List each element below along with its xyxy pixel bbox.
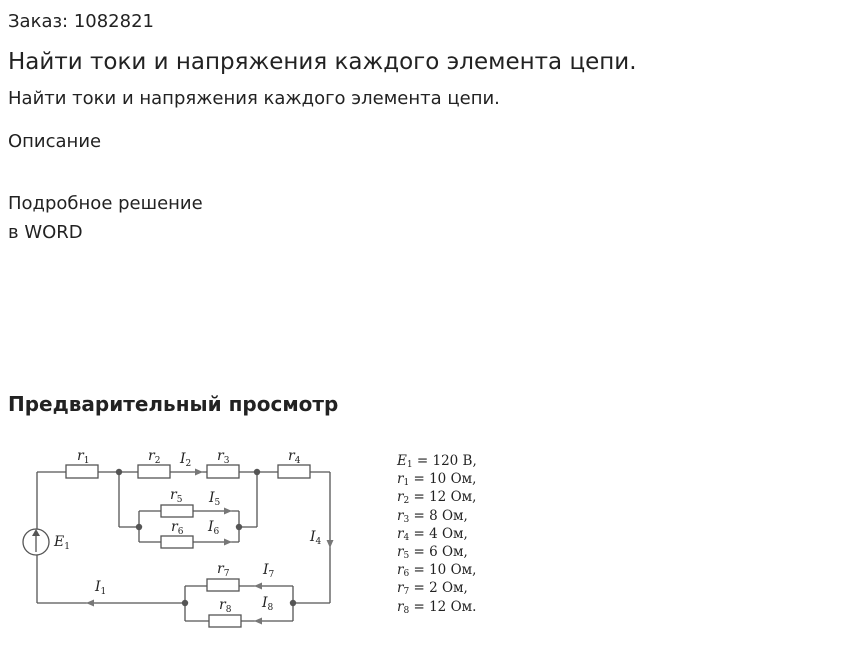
label-E1: E1 xyxy=(53,534,70,552)
order-number: Заказ: 1082821 xyxy=(8,11,154,32)
label-r3: r3 xyxy=(217,448,230,466)
task-statement: Найти токи и напряжения каждого элемента… xyxy=(8,88,500,109)
label-r6: r6 xyxy=(171,519,184,537)
label-I8: I8 xyxy=(261,595,274,613)
parameter-row: r8 = 12 Ом. xyxy=(397,598,477,616)
parameter-row: r6 = 10 Ом, xyxy=(397,562,477,580)
description-line: Подробное решение xyxy=(8,193,203,214)
resistor-r7 xyxy=(206,578,240,592)
junction-node xyxy=(115,468,123,476)
parameter-row: r7 = 2 Ом, xyxy=(397,580,468,598)
arrow-I6 xyxy=(224,538,232,546)
source-arrow xyxy=(32,529,40,536)
arrow-I2 xyxy=(195,468,203,476)
arrow-I4 xyxy=(326,540,334,548)
junction-node xyxy=(289,599,297,607)
label-r1: r1 xyxy=(77,448,89,466)
parameter-row: r4 = 4 Ом, xyxy=(397,525,468,543)
parameter-row: r1 = 10 Ом, xyxy=(397,471,477,489)
label-I6: I6 xyxy=(207,519,220,537)
preview-heading: Предварительный просмотр xyxy=(8,392,339,416)
label-I1: I1 xyxy=(94,579,106,597)
label-I7: I7 xyxy=(262,562,275,580)
resistor-r2 xyxy=(137,464,171,479)
arrow-I8 xyxy=(254,617,262,625)
description-heading: Описание xyxy=(8,131,102,152)
arrow-I1 xyxy=(86,599,94,607)
junction-node xyxy=(253,468,261,476)
junction-node xyxy=(235,523,243,531)
page-title: Найти токи и напряжения каждого элемента… xyxy=(8,49,637,75)
parameter-row: r2 = 12 Ом, xyxy=(397,489,477,507)
parameter-row: r5 = 6 Ом, xyxy=(397,544,468,562)
description-line: в WORD xyxy=(8,222,83,243)
circuit-diagram: r1 r2 I2 r3 r4 r5 I5 r6 I6 E1 I4 I1 r7 I… xyxy=(22,448,334,628)
resistor-r5 xyxy=(160,504,194,518)
label-r5: r5 xyxy=(170,487,183,505)
arrow-I5 xyxy=(224,507,232,515)
label-r8: r8 xyxy=(219,597,232,615)
resistor-r6 xyxy=(160,535,194,549)
resistor-r4 xyxy=(277,464,311,479)
label-I5: I5 xyxy=(208,490,221,508)
arrow-I7 xyxy=(254,582,262,590)
resistor-r3 xyxy=(206,464,240,479)
parameter-list: E1 = 120 В, r1 = 10 Ом, r2 = 12 Ом, r3 =… xyxy=(397,452,477,616)
label-r4: r4 xyxy=(288,448,301,466)
parameter-row: E1 = 120 В, xyxy=(397,453,477,470)
label-I2: I2 xyxy=(179,451,191,469)
label-r2: r2 xyxy=(148,448,160,466)
resistor-r1 xyxy=(65,464,99,479)
resistor-r8 xyxy=(208,614,242,628)
label-r7: r7 xyxy=(217,561,230,579)
parameter-row: r3 = 8 Ом, xyxy=(397,507,468,525)
junction-node xyxy=(135,523,143,531)
label-I4: I4 xyxy=(309,529,322,547)
junction-node xyxy=(181,599,189,607)
